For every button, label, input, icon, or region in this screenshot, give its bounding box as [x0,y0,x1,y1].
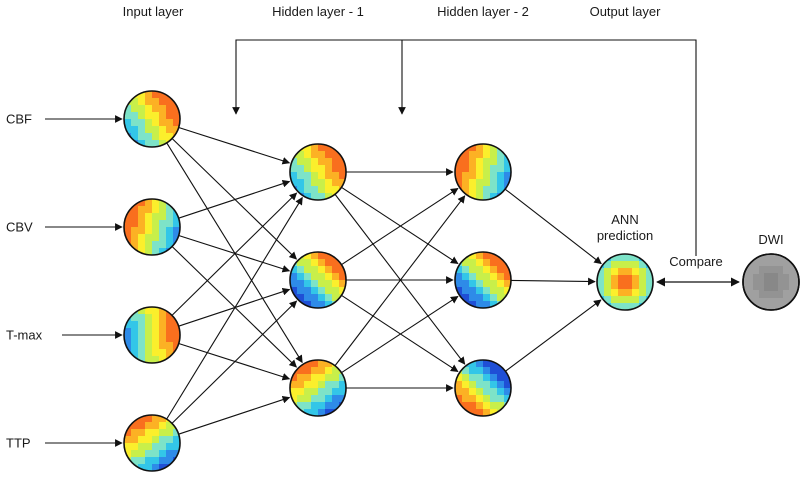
input-layer-title: Input layer [122,4,184,19]
edge-in1-h11 [178,234,291,273]
dwi-label: DWI [758,232,784,247]
edge-h11-h20 [341,187,459,266]
edge-in0-h11 [171,138,298,260]
neuron-nodes [123,90,800,472]
edge-in1-h10 [178,179,291,219]
edge-h10-h22 [334,193,466,365]
edge-in2-h12 [178,342,291,381]
edge-in3-h10 [166,196,303,420]
input-node-cbv [123,198,181,256]
hidden1-node-1 [289,143,347,201]
edge-h12-h20 [334,195,466,367]
hidden2-node-1 [454,143,512,201]
output-node-ann-prediction [596,253,654,311]
hidden-layer-1-title: Hidden layer - 1 [272,4,364,19]
hidden-layer-2-title: Hidden layer - 2 [437,4,529,19]
edge-h12-h21 [341,295,459,374]
edge-in3-h11 [171,300,298,424]
compare-label: Compare [669,254,723,269]
edge-in1-h12 [171,246,298,368]
edge-h21-out [510,277,596,286]
ann-label-line1: ANN [611,212,639,227]
input-node-ttp [123,414,181,472]
input-node-cbf [123,90,181,148]
edge-h22-out [505,299,602,372]
input-label-cbf: CBF [6,111,32,127]
hidden2-node-2 [454,251,512,309]
ann-label-line2: prediction [596,228,654,243]
edge-in0-h12 [166,142,303,364]
output-layer-title: Output layer [589,4,661,19]
connection-edges [45,39,740,447]
feedback-line [232,39,697,256]
edge-h11-h22 [341,294,459,373]
hidden2-node-3 [454,359,512,417]
input-label-cbv: CBV [6,219,33,235]
edge-h20-out [504,188,602,265]
input-label-tmax: T-max [6,327,43,343]
edge-in2-h10 [171,192,298,316]
edge-in3-h12 [178,395,291,435]
ann-prediction-label: ANN prediction [597,212,653,244]
edge-h10-h21 [341,186,459,265]
edge-in2-h11 [178,287,291,327]
input-node-tmax [123,306,181,364]
input-label-ttp: TTP [6,435,31,451]
hidden1-node-2 [289,251,347,309]
edge-in0-h10 [178,126,291,165]
hidden1-node-3 [289,359,347,417]
dwi-node [742,253,800,311]
